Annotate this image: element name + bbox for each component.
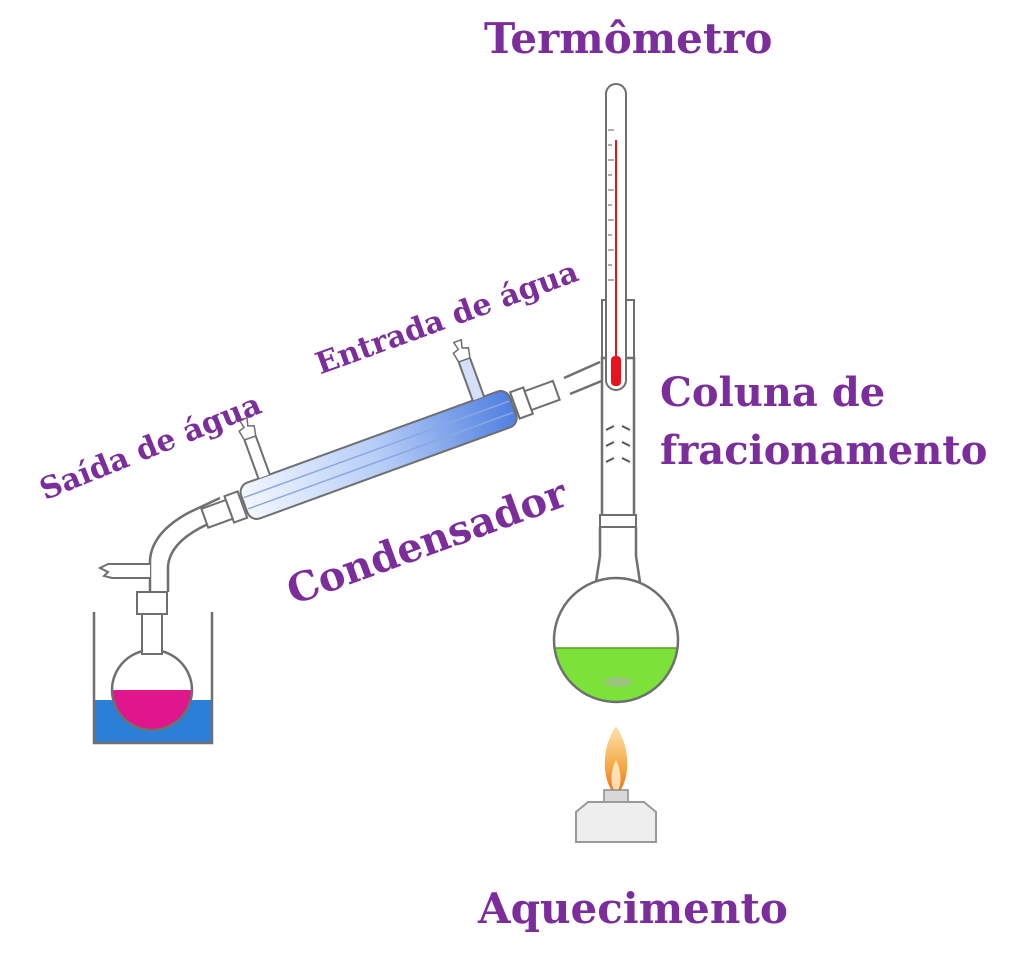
fractionating-column xyxy=(594,356,642,583)
label-aquecimento: Aquecimento xyxy=(478,884,788,933)
receiving-flask xyxy=(110,591,194,732)
label-termometro: Termômetro xyxy=(484,14,773,63)
vacuum-adapter xyxy=(97,496,229,592)
label-coluna-de-fracionamento: Coluna de fracionamento xyxy=(660,369,988,474)
distilling-flask xyxy=(552,576,680,704)
alcohol-burner xyxy=(575,726,657,843)
thermometer xyxy=(605,83,627,391)
condenser xyxy=(200,338,561,529)
